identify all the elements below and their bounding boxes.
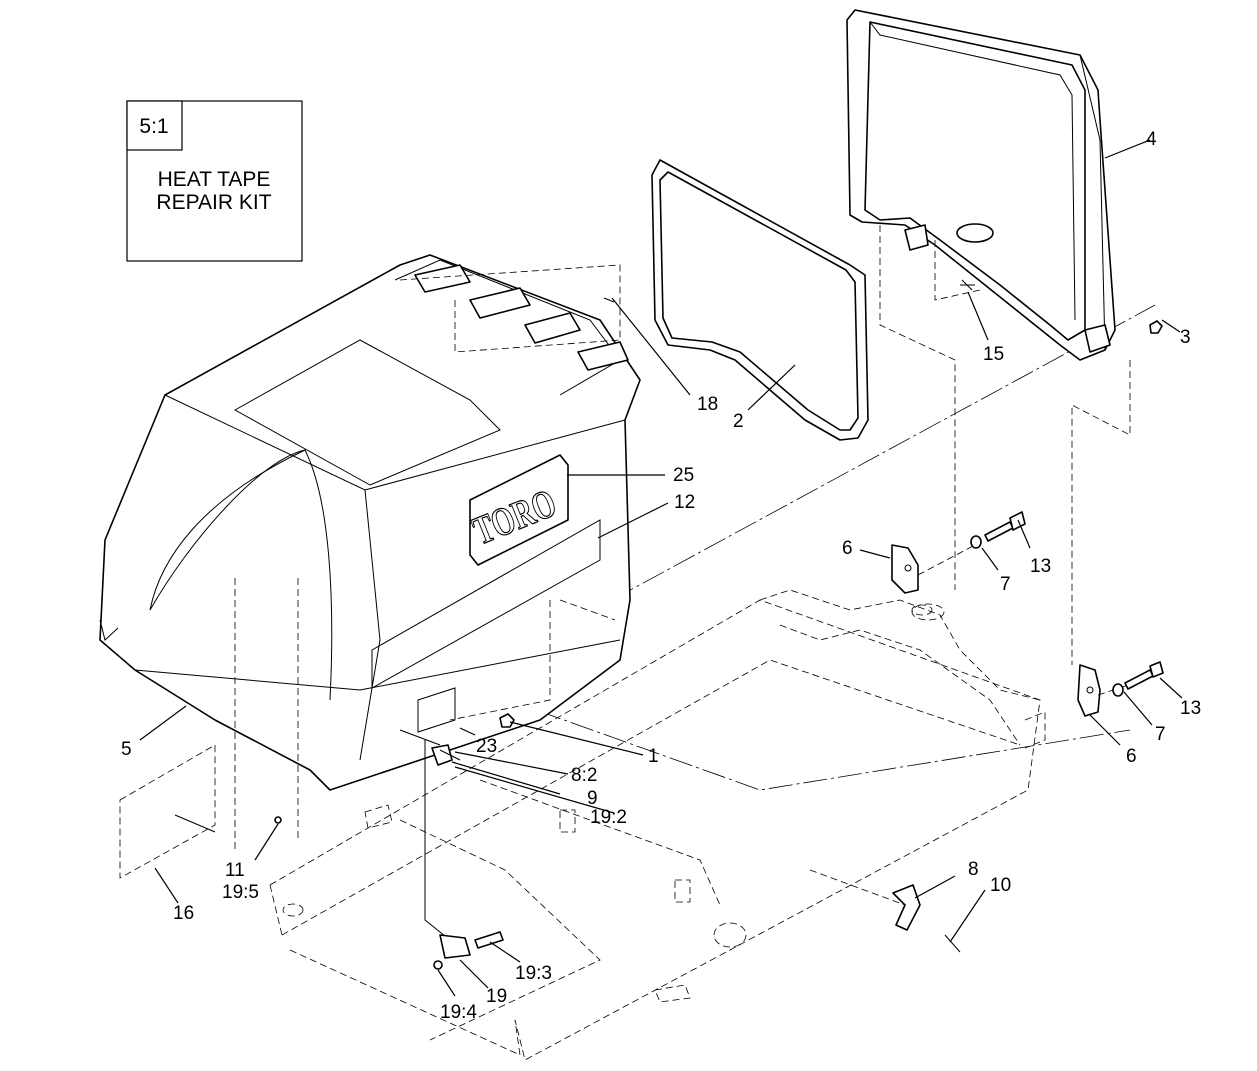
- kit-note-box: 5:1 HEAT TAPE REPAIR KIT: [126, 100, 303, 262]
- shroud: [846, 9, 1116, 361]
- callout-7-upper: 7: [1000, 574, 1011, 595]
- callout-12: 12: [674, 492, 695, 513]
- callout-13-lower: 13: [1180, 698, 1201, 719]
- leader-lines: [139, 139, 1183, 997]
- callout-15: 15: [983, 344, 1004, 365]
- callout-6-upper: 6: [842, 538, 853, 559]
- lower-bracket: [1077, 664, 1101, 717]
- callout-16: 16: [173, 903, 194, 924]
- callout-19-5: 19:5: [222, 882, 259, 903]
- callouts: 1 2 3 4 5 6 7 8:2 9 11 19:5 12 13 15 16 …: [121, 129, 1201, 1023]
- callout-25: 25: [673, 465, 694, 486]
- callout-4: 4: [1146, 129, 1157, 150]
- callout-6-lower: 6: [1126, 746, 1137, 767]
- kit-title-line-2: REPAIR KIT: [156, 191, 271, 214]
- kit-title-line-1: HEAT TAPE: [158, 168, 271, 191]
- callout-19-2: 19:2: [590, 807, 627, 828]
- kit-quantity: 5:1: [139, 115, 168, 138]
- callout-8-lower: 8: [968, 859, 979, 880]
- callout-19-3: 19:3: [515, 963, 552, 984]
- callout-9: 9: [587, 788, 598, 809]
- callout-3: 3: [1180, 327, 1191, 348]
- callout-8-2: 8:2: [571, 765, 597, 786]
- callout-19: 19: [486, 986, 507, 1007]
- callout-11: 11: [225, 860, 245, 881]
- gasket: [651, 159, 869, 441]
- callout-1: 1: [648, 746, 659, 767]
- callout-5: 5: [121, 739, 132, 760]
- callout-19-4: 19:4: [440, 1002, 477, 1023]
- callout-10: 10: [990, 875, 1011, 896]
- callout-7-lower: 7: [1155, 724, 1166, 745]
- callout-23: 23: [476, 736, 497, 757]
- callout-2: 2: [733, 411, 744, 432]
- callout-18: 18: [697, 394, 718, 415]
- callout-13-upper: 13: [1030, 556, 1051, 577]
- upper-bracket: [891, 544, 919, 594]
- frame-assembly: [269, 589, 1046, 1061]
- fasteners: [274, 279, 1164, 970]
- decal-16: [119, 744, 216, 879]
